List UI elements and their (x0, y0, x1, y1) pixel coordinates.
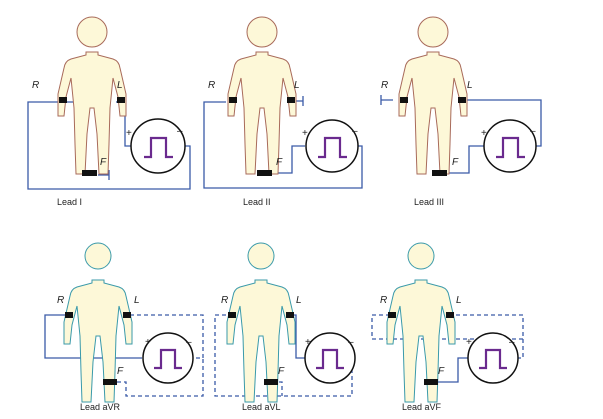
right-arm-electrode (59, 97, 67, 103)
galvanometer-icon (130, 118, 186, 174)
right-arm-electrode (388, 312, 396, 318)
lead-avr-panel: + – R L F Lead aVR (44, 242, 204, 412)
electrode-label-l: L (117, 80, 123, 91)
positive-terminal-sign: + (126, 128, 132, 139)
lead-wire-open-end (98, 170, 110, 180)
left-arm-electrode (446, 312, 454, 318)
left-arm-electrode (287, 97, 295, 103)
square-pulse-icon (316, 348, 344, 370)
lead-avf-panel: + – R L F Lead aVF (371, 242, 524, 412)
square-pulse-icon (496, 136, 525, 159)
left-arm-electrode (286, 312, 294, 318)
left-arm-electrode (123, 312, 131, 318)
square-pulse-icon (318, 136, 347, 159)
foot-electrode (424, 379, 438, 385)
negative-terminal-sign: – (177, 126, 183, 137)
human-figure-icon (386, 242, 456, 403)
electrode-label-l: L (467, 80, 473, 91)
lead-caption: Lead aVL (242, 402, 281, 412)
electrode-label-l: L (296, 295, 302, 306)
human-figure-icon (227, 16, 297, 176)
negative-terminal-sign: – (348, 337, 354, 348)
positive-terminal-sign: + (466, 337, 472, 348)
lead-caption: Lead I (57, 197, 82, 207)
lead-caption: Lead aVF (402, 402, 442, 412)
lead-i-panel: + – R L F Lead I (27, 16, 191, 207)
negative-terminal-sign: – (530, 126, 536, 137)
human-figure-icon (63, 242, 133, 403)
positive-terminal-sign: + (305, 337, 311, 348)
foot-electrode (82, 170, 97, 176)
foot-electrode (103, 379, 117, 385)
augmented-dashed-wire (371, 314, 524, 359)
human-figure-icon (57, 16, 127, 176)
positive-terminal-sign: + (481, 128, 487, 139)
square-pulse-icon (479, 348, 507, 370)
negative-terminal-sign: – (352, 126, 358, 137)
foot-electrode (432, 170, 447, 176)
left-arm-electrode (458, 97, 466, 103)
electrode-label-r: R (380, 295, 387, 306)
electrode-label-r: R (57, 295, 64, 306)
left-arm-electrode (117, 97, 125, 103)
lead-wire-open-end (380, 95, 393, 105)
lead-ii-panel: + – R L F Lead II (203, 16, 363, 207)
lead-caption: Lead III (414, 197, 444, 207)
right-arm-electrode (65, 312, 73, 318)
positive-terminal-sign: + (302, 128, 308, 139)
electrode-label-l: L (294, 80, 300, 91)
electrode-label-r: R (381, 80, 388, 91)
lead-avl-panel: + – R L F Lead aVL (214, 242, 356, 412)
electrode-label-f: F (276, 157, 283, 168)
galvanometer-icon (467, 332, 519, 384)
lead-caption: Lead II (243, 197, 271, 207)
square-pulse-icon (144, 136, 173, 159)
electrode-label-f: F (278, 366, 285, 377)
square-pulse-icon (154, 348, 182, 370)
right-arm-electrode (400, 97, 408, 103)
electrode-label-f: F (438, 366, 445, 377)
right-arm-electrode (229, 97, 237, 103)
human-figure-icon (398, 16, 468, 176)
foot-electrode (264, 379, 278, 385)
galvanometer-icon (142, 332, 194, 384)
lead-caption: Lead aVR (80, 402, 121, 412)
human-figure-icon (226, 242, 296, 403)
electrode-label-l: L (134, 295, 140, 306)
lead-iii-panel: + – R L F Lead III (380, 16, 542, 207)
electrode-label-r: R (221, 295, 228, 306)
galvanometer-icon (305, 119, 359, 173)
electrode-label-f: F (452, 157, 459, 168)
lead-wire (438, 357, 468, 383)
foot-electrode (257, 170, 272, 176)
augmented-dashed-wire (117, 314, 204, 397)
positive-terminal-sign: + (145, 337, 151, 348)
electrode-label-f: F (117, 366, 124, 377)
galvanometer-icon (483, 119, 537, 173)
electrode-label-l: L (456, 295, 462, 306)
electrode-label-r: R (208, 80, 215, 91)
lead-wire (444, 99, 542, 174)
galvanometer-icon (304, 332, 356, 384)
right-arm-electrode (228, 312, 236, 318)
electrode-label-r: R (32, 80, 39, 91)
lead-wire (203, 101, 363, 189)
negative-terminal-sign: – (186, 337, 192, 348)
negative-terminal-sign: – (509, 337, 515, 348)
electrode-label-f: F (100, 157, 107, 168)
